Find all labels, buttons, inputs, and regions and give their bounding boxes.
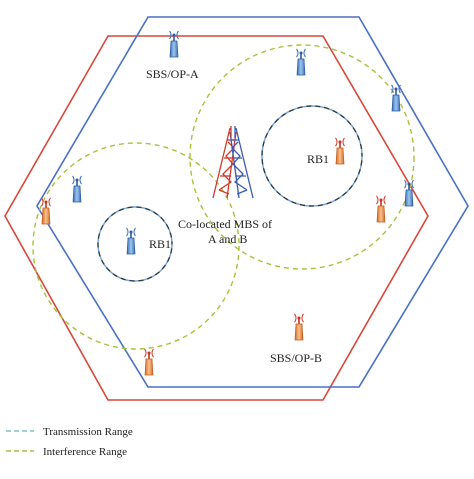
blue-antenna-icon xyxy=(126,227,136,255)
mbs-label-line1: Co-located MBS of xyxy=(178,217,272,231)
orange-antenna-icon xyxy=(144,348,154,376)
legend-interference-label: Interference Range xyxy=(43,446,127,458)
blue-antenna-icon xyxy=(72,175,82,203)
orange-antenna-icon xyxy=(376,195,386,223)
transmission-range-right xyxy=(261,105,363,207)
blue-antenna-icon xyxy=(296,48,306,76)
orange-antenna-icon xyxy=(335,137,345,165)
rb1-right-label: RB1 xyxy=(307,152,329,166)
operator-b-coverage-hexagon xyxy=(4,35,429,401)
interference-range-left xyxy=(32,142,240,350)
lattice-tower-icon xyxy=(212,126,254,199)
legend-transmission-label: Transmission Range xyxy=(43,426,133,438)
mbs-label-line2: A and B xyxy=(208,232,247,246)
operator-a-coverage-hexagon xyxy=(36,16,469,388)
legend: Transmission Range Interference Range xyxy=(6,426,133,458)
sbs-op-b-label: SBS/OP-B xyxy=(270,351,322,365)
orange-antenna-icon xyxy=(41,197,51,225)
rb1-left-label: RB1 xyxy=(149,237,171,251)
blue-antenna-icon xyxy=(404,179,414,207)
transmission-range-left xyxy=(97,206,173,282)
blue-antenna-icon xyxy=(391,84,401,112)
interference-range-right xyxy=(189,44,415,270)
blue-antenna-icon xyxy=(169,30,179,58)
orange-antenna-icon xyxy=(294,313,304,341)
sbs-op-a-label: SBS/OP-A xyxy=(146,67,199,81)
